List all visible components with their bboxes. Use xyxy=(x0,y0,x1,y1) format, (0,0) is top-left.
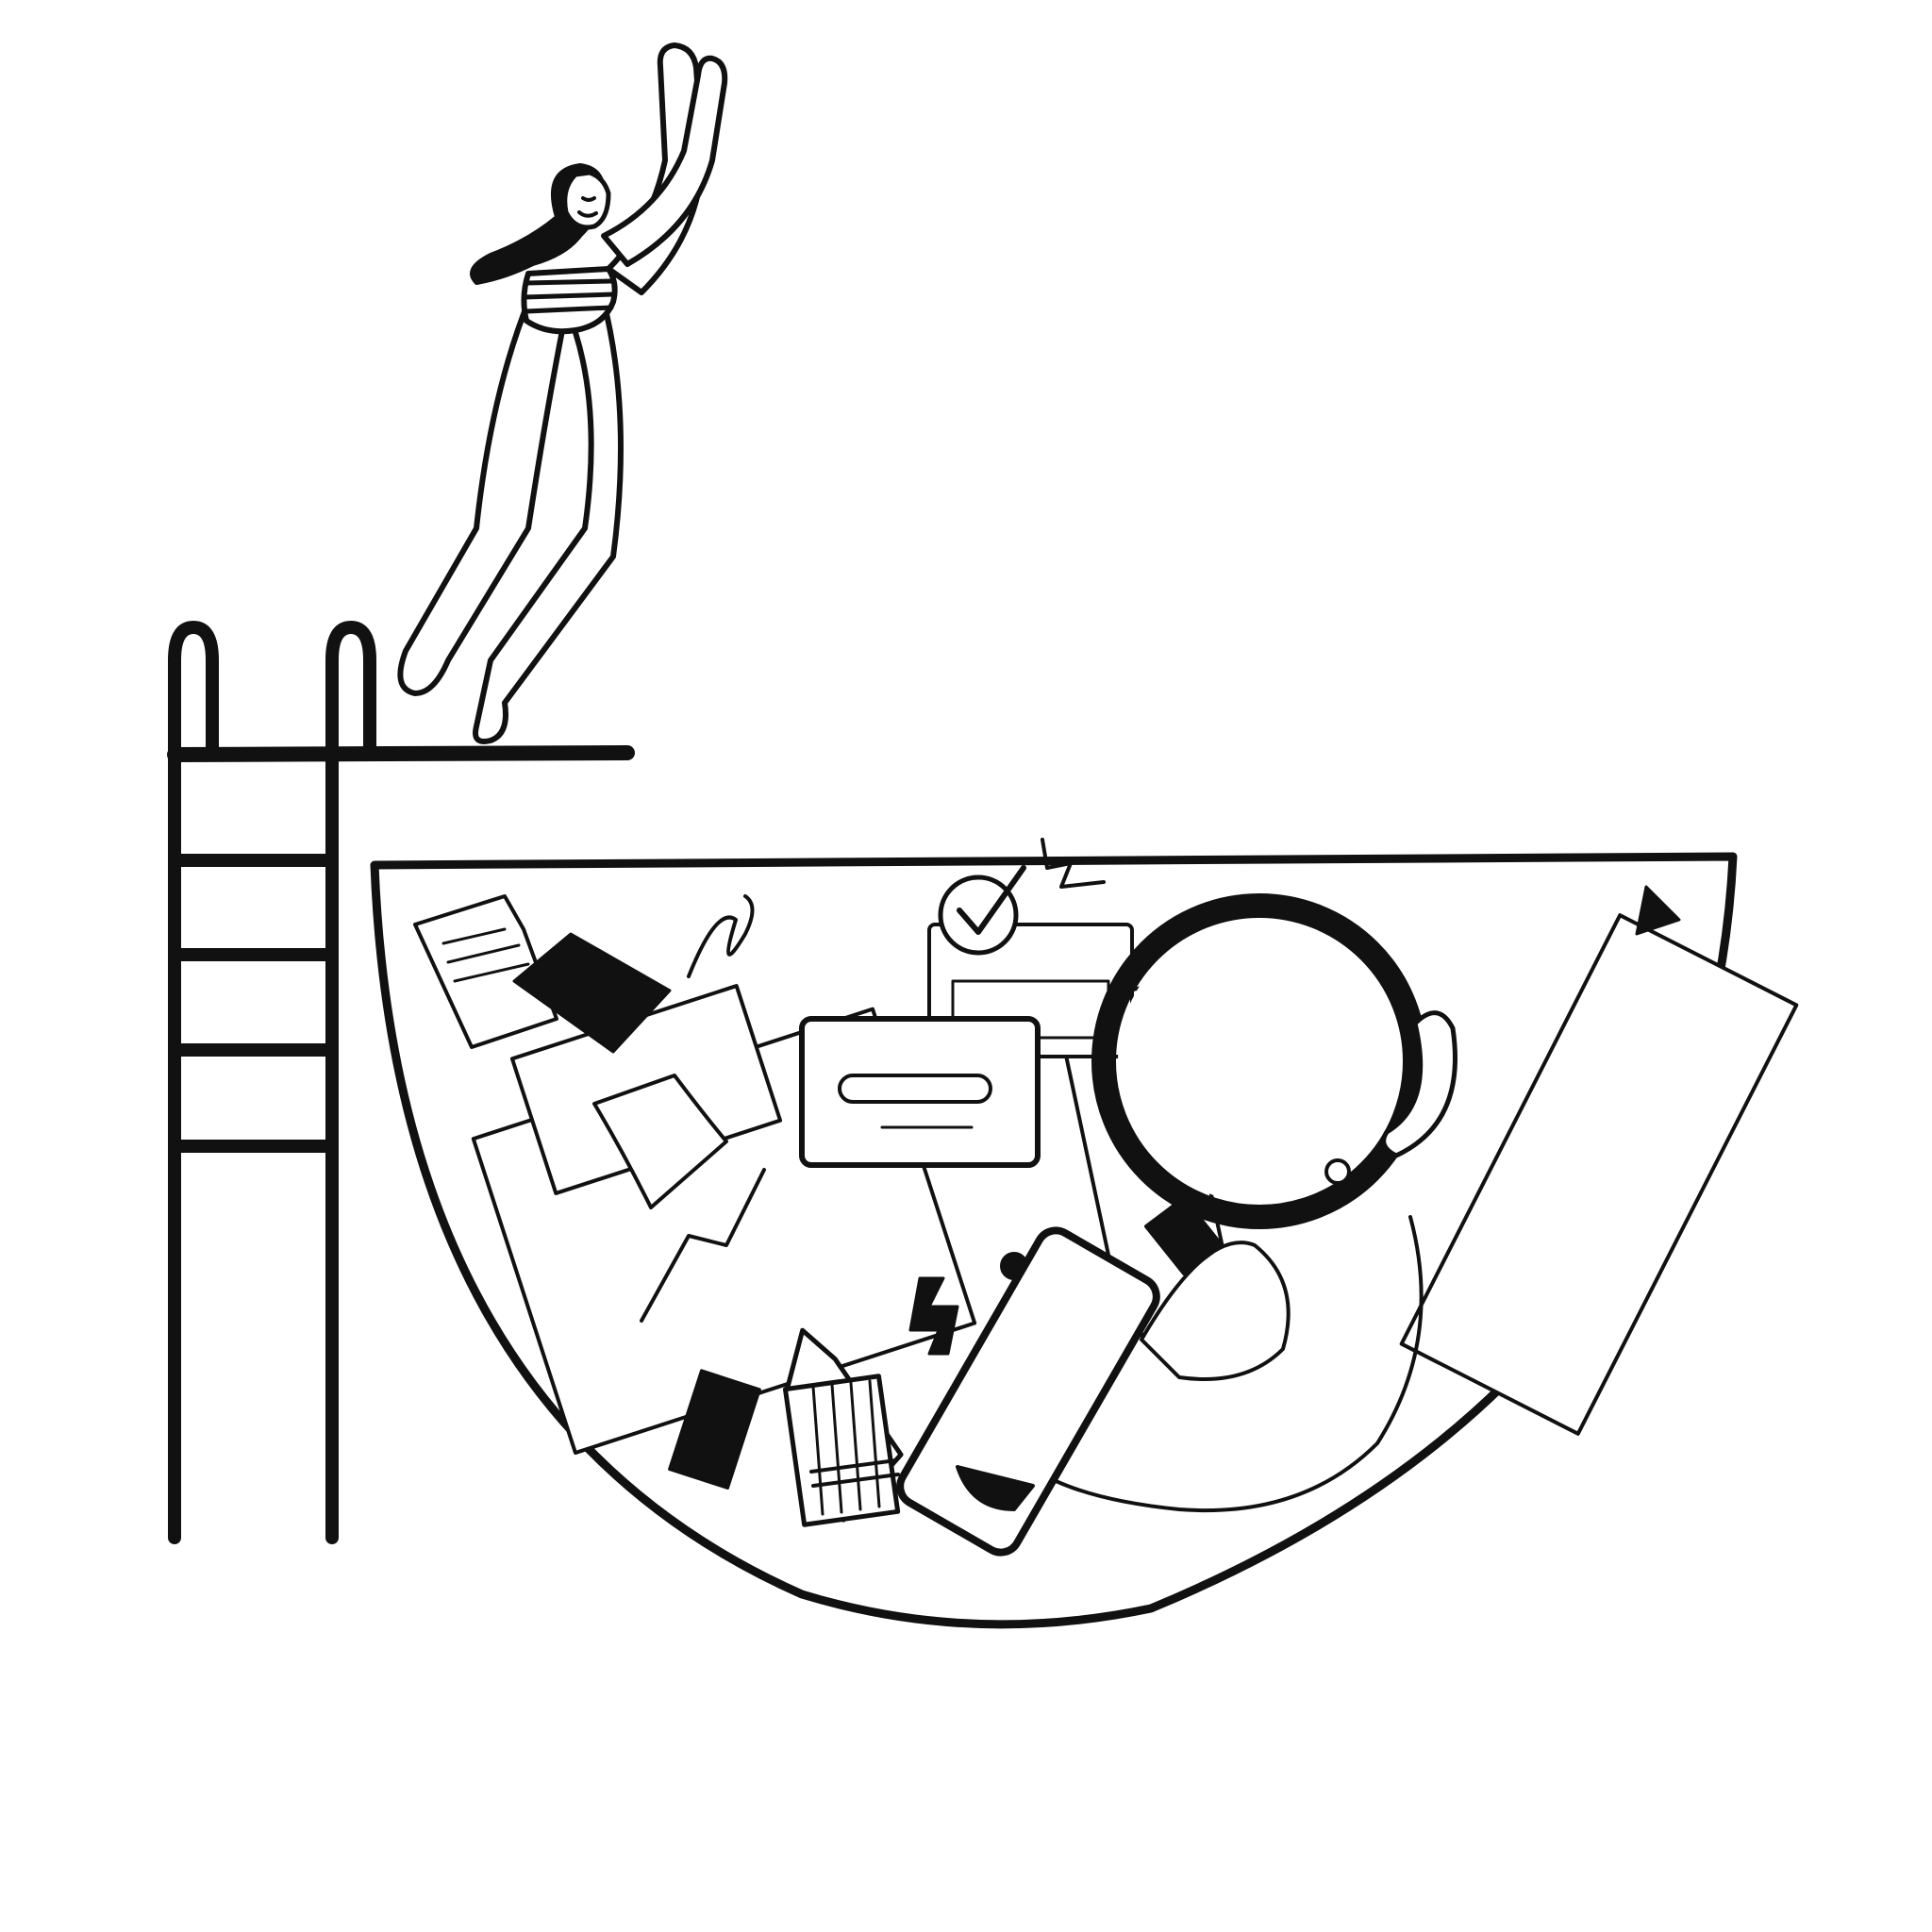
triangle-icon xyxy=(1635,885,1681,936)
arc-outline xyxy=(1036,1215,1424,1513)
squiggle xyxy=(687,894,755,978)
magnifier-neck xyxy=(1144,1196,1224,1275)
magnifier-ring xyxy=(1091,893,1427,1229)
torso xyxy=(521,266,618,335)
diving-figure xyxy=(397,42,728,744)
right-leg xyxy=(473,299,624,744)
black-card xyxy=(512,932,672,1054)
magnifying-glass xyxy=(896,893,1457,1557)
clock-icon xyxy=(938,838,1106,956)
pencil-icon xyxy=(782,1327,904,1527)
left-leg xyxy=(397,299,569,696)
right-arm xyxy=(601,55,728,267)
tall-page xyxy=(1399,913,1799,1436)
small-page xyxy=(592,1074,728,1209)
lightning-icon xyxy=(908,1276,959,1356)
diving-board xyxy=(167,745,635,762)
ladder xyxy=(168,621,376,1544)
window-card-front xyxy=(799,1016,1041,1168)
window-cards xyxy=(799,923,1134,1168)
black-book xyxy=(668,1369,761,1491)
